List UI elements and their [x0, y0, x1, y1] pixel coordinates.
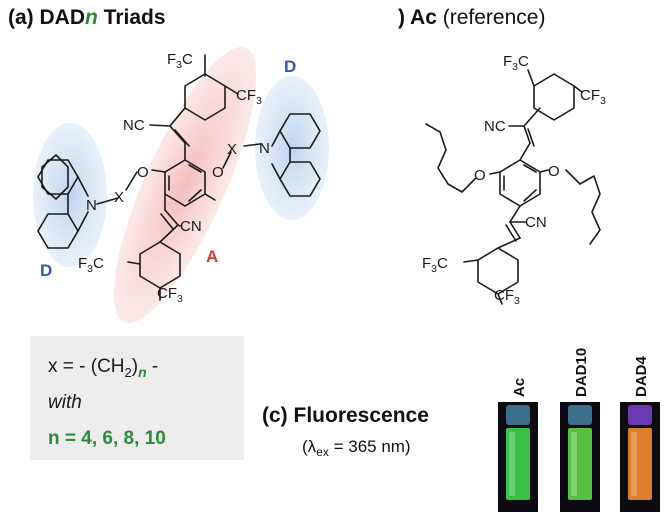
- vial-dad10: DAD10: [560, 348, 600, 512]
- label-n-left: N: [86, 197, 97, 214]
- label-ac-f3c-top: F3C: [503, 53, 529, 73]
- vial-label: DAD4: [633, 356, 650, 397]
- acceptor-highlight: [113, 47, 257, 323]
- label-x-left: X: [114, 189, 124, 206]
- vial-label: Ac: [511, 378, 528, 397]
- label-ac-cf3-top: CF3: [580, 87, 606, 107]
- dad-triad-structure: F3C CF3 NC CN O O X X N N F3C CF3: [37, 51, 321, 305]
- vial-cap: [568, 405, 592, 425]
- panel-c-excitation: (λex = 365 nm): [302, 437, 411, 459]
- vial-photos: Ac DAD10 DAD4: [498, 348, 660, 512]
- vial-glare: [631, 432, 637, 496]
- label-n-right: N: [259, 140, 270, 157]
- label-f3c-top: F3C: [167, 51, 193, 71]
- label-cf3-top: CF3: [236, 87, 262, 107]
- linker-formula: x = - (CH2)n -: [48, 356, 158, 380]
- donor-tag-left: D: [40, 261, 52, 280]
- vial-cap: [628, 405, 652, 425]
- panel-b-title: ) Ac (reference): [398, 6, 545, 29]
- label-f3c-bottom: F3C: [78, 255, 104, 275]
- linker-n-values: n = 4, 6, 8, 10: [48, 428, 166, 449]
- acceptor-tag: A: [206, 247, 218, 266]
- label-ac-f3c-bottom: F3C: [422, 255, 448, 275]
- vial-solution: [568, 428, 592, 500]
- label-cn: CN: [180, 218, 202, 235]
- label-ac-nc: NC: [484, 118, 506, 135]
- donor-tag-right: D: [284, 57, 296, 76]
- label-cf3-bottom: CF3: [157, 285, 183, 305]
- vial-label: DAD10: [573, 348, 590, 397]
- label-ac-o-left: O: [474, 167, 486, 184]
- label-x-right: X: [227, 141, 237, 158]
- vial-solution: [506, 428, 530, 500]
- linker-with: with: [48, 392, 82, 413]
- panel-a-title: (a) DADn Triads: [8, 6, 166, 29]
- panel-c-title: (c) Fluorescence: [262, 404, 429, 427]
- label-ac-cn: CN: [525, 214, 547, 231]
- label-ac-o-right: O: [548, 163, 560, 180]
- label-o-left: O: [137, 164, 149, 181]
- vial-cap: [506, 405, 530, 425]
- carbazole-left: [37, 154, 89, 249]
- linker-definition-box: [30, 336, 244, 460]
- label-o-right: O: [212, 164, 224, 181]
- vial-ac: Ac: [498, 378, 538, 512]
- vial-solution: [628, 428, 652, 500]
- vial-glare: [571, 432, 577, 496]
- carbazole-right: [271, 113, 321, 197]
- ac-reference-structure: F3C CF3 NC CN O O F3C CF3: [422, 53, 606, 307]
- vial-glare: [509, 432, 515, 496]
- vial-dad4: DAD4: [620, 356, 660, 512]
- label-nc: NC: [123, 117, 145, 134]
- label-ac-cf3-bottom: CF3: [494, 287, 520, 307]
